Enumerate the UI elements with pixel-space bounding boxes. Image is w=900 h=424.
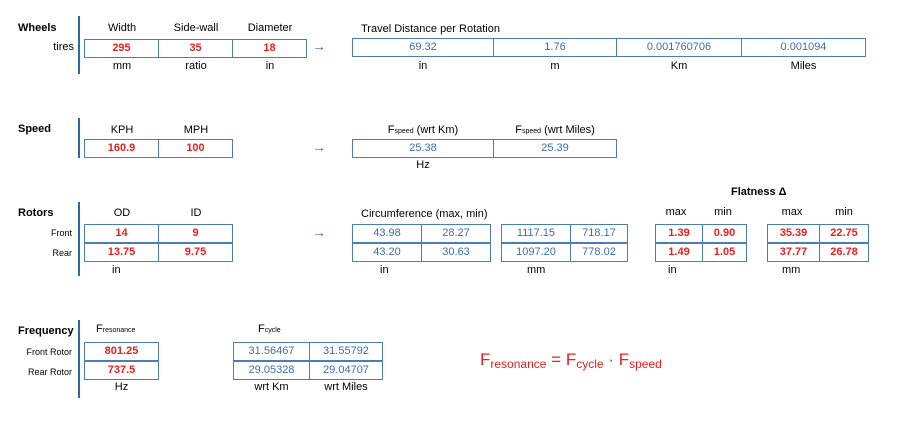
- front-circ-min-mm: 718.17: [570, 224, 628, 243]
- rear-circ-max-mm: 1097.20: [501, 243, 571, 262]
- right-arrow-icon: →: [312, 38, 326, 54]
- travel-in: 69.32: [352, 38, 494, 57]
- flat-in-min-header: min: [714, 206, 732, 218]
- sidewall-header: Side-wall: [173, 22, 219, 34]
- flat-mm-unit: mm: [782, 264, 801, 276]
- travel-km-unit: Km: [670, 60, 688, 72]
- diameter-header: Diameter: [247, 22, 293, 34]
- fspeed-miles-value: 25.39: [493, 139, 617, 158]
- travel-miles: 0.001094: [741, 38, 866, 57]
- rear-fresonance-value: 737.5: [84, 361, 159, 380]
- fspeed-km-value: 25.38: [352, 139, 494, 158]
- rear-flat-max-mm: 37.77: [767, 243, 820, 262]
- circ-mm-unit: mm: [527, 264, 546, 276]
- diameter-input[interactable]: 18: [232, 39, 307, 58]
- circumference-title: Circumference (max, min): [361, 208, 488, 220]
- travel-title: Travel Distance per Rotation: [361, 23, 500, 35]
- id-header: ID: [190, 207, 202, 219]
- rear-flat-min-mm: 26.78: [819, 243, 869, 262]
- front-id-input[interactable]: 9: [158, 224, 233, 243]
- fresonance-header: Fresonance: [96, 323, 136, 335]
- front-fcycle-miles: 31.55792: [309, 342, 383, 361]
- flat-in-unit: in: [668, 264, 677, 276]
- front-fcycle-km: 31.56467: [233, 342, 310, 361]
- right-arrow-icon: →: [312, 224, 326, 240]
- fcycle-miles-unit: wrt Miles: [324, 381, 368, 393]
- fspeed-unit: Hz: [416, 159, 430, 171]
- wheels-divider: [78, 16, 80, 74]
- width-header: Width: [107, 22, 137, 34]
- right-arrow-icon: →: [312, 139, 326, 155]
- fspeed-km-header: Fspeed (wrt Km): [387, 124, 459, 136]
- front-circ-max-mm: 1117.15: [501, 224, 571, 243]
- kph-header: KPH: [110, 124, 134, 136]
- travel-in-unit: in: [418, 60, 428, 72]
- frequency-divider: [78, 320, 80, 398]
- width-input[interactable]: 295: [84, 39, 159, 58]
- front-circ-min-in: 28.27: [421, 224, 491, 243]
- front-flat-max-in: 1.39: [655, 224, 703, 243]
- rear-flat-min-in: 1.05: [702, 243, 747, 262]
- rear-row-label: Rear: [52, 248, 72, 258]
- travel-km: 0.001760706: [616, 38, 742, 57]
- travel-m-unit: m: [550, 60, 560, 72]
- sidewall-unit: ratio: [185, 60, 207, 72]
- rotor-unit: in: [112, 264, 121, 276]
- rear-circ-min-in: 30.63: [421, 243, 491, 262]
- fcycle-km-unit: wrt Km: [254, 381, 289, 393]
- flat-mm-max-header: max: [781, 206, 803, 218]
- sidewall-input[interactable]: 35: [158, 39, 233, 58]
- travel-m: 1.76: [493, 38, 617, 57]
- speed-section-title: Speed: [18, 123, 52, 135]
- width-unit: mm: [112, 60, 132, 72]
- resonance-formula: Fresonance = Fcycle · Fspeed: [480, 350, 662, 371]
- front-circ-max-in: 43.98: [352, 224, 422, 243]
- flat-mm-min-header: min: [835, 206, 853, 218]
- circ-in-unit: in: [380, 264, 389, 276]
- fcycle-header: Fcycle: [258, 323, 281, 335]
- front-od-input[interactable]: 14: [84, 224, 159, 243]
- rear-flat-max-in: 1.49: [655, 243, 703, 262]
- mph-input[interactable]: 100: [158, 139, 233, 158]
- fspeed-miles-header: Fspeed (wrt Miles): [515, 124, 595, 136]
- rear-fcycle-miles: 29.04707: [309, 361, 383, 380]
- diameter-unit: in: [265, 60, 275, 72]
- flat-in-max-header: max: [665, 206, 687, 218]
- speed-divider: [78, 118, 80, 158]
- rear-circ-min-mm: 778.02: [570, 243, 628, 262]
- rotors-divider: [78, 202, 80, 276]
- front-rotor-label: Front Rotor: [26, 347, 72, 357]
- kph-input[interactable]: 160.9: [84, 139, 159, 158]
- travel-miles-unit: Miles: [790, 60, 817, 72]
- rear-id-input[interactable]: 9.75: [158, 243, 233, 262]
- rear-fcycle-km: 29.05328: [233, 361, 310, 380]
- rotors-section-title: Rotors: [18, 207, 54, 219]
- tires-row-label: tires: [53, 41, 74, 53]
- front-row-label: Front: [50, 228, 72, 238]
- od-header: OD: [113, 207, 131, 219]
- front-flat-min-mm: 22.75: [819, 224, 869, 243]
- flatness-title: Flatness Δ: [731, 186, 787, 198]
- rear-od-input[interactable]: 13.75: [84, 243, 159, 262]
- rear-rotor-label: Rear Rotor: [27, 367, 72, 377]
- wheels-section-title: Wheels: [18, 22, 57, 34]
- frequency-section-title: Frequency: [18, 325, 74, 337]
- mph-header: MPH: [183, 124, 209, 136]
- front-fresonance-value: 801.25: [84, 342, 159, 361]
- rear-circ-max-in: 43.20: [352, 243, 422, 262]
- front-flat-max-mm: 35.39: [767, 224, 820, 243]
- front-flat-min-in: 0.90: [702, 224, 747, 243]
- fresonance-unit: Hz: [114, 381, 129, 393]
